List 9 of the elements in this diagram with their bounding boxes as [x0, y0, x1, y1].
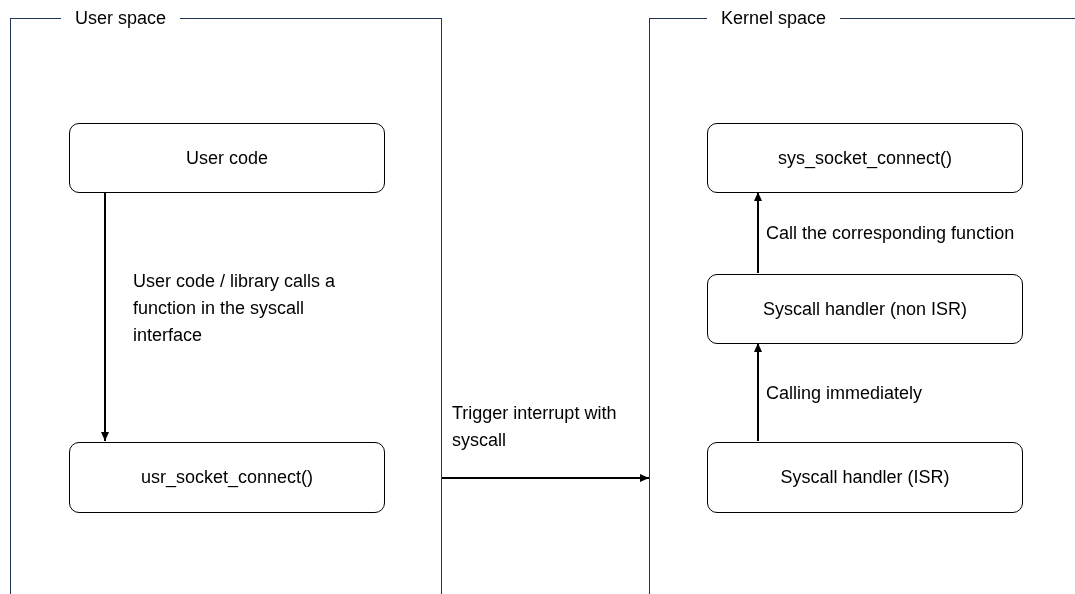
process-box: Syscall handler (ISR): [707, 442, 1023, 513]
process-box: usr_socket_connect(): [69, 442, 385, 513]
process-box: Syscall handler (non ISR): [707, 274, 1023, 344]
arrow: [101, 191, 109, 442]
arrow: [441, 474, 650, 482]
arrow: [754, 342, 762, 442]
arrow: [754, 191, 762, 274]
process-box: sys_socket_connect(): [707, 123, 1023, 193]
process-box: User code: [69, 123, 385, 193]
